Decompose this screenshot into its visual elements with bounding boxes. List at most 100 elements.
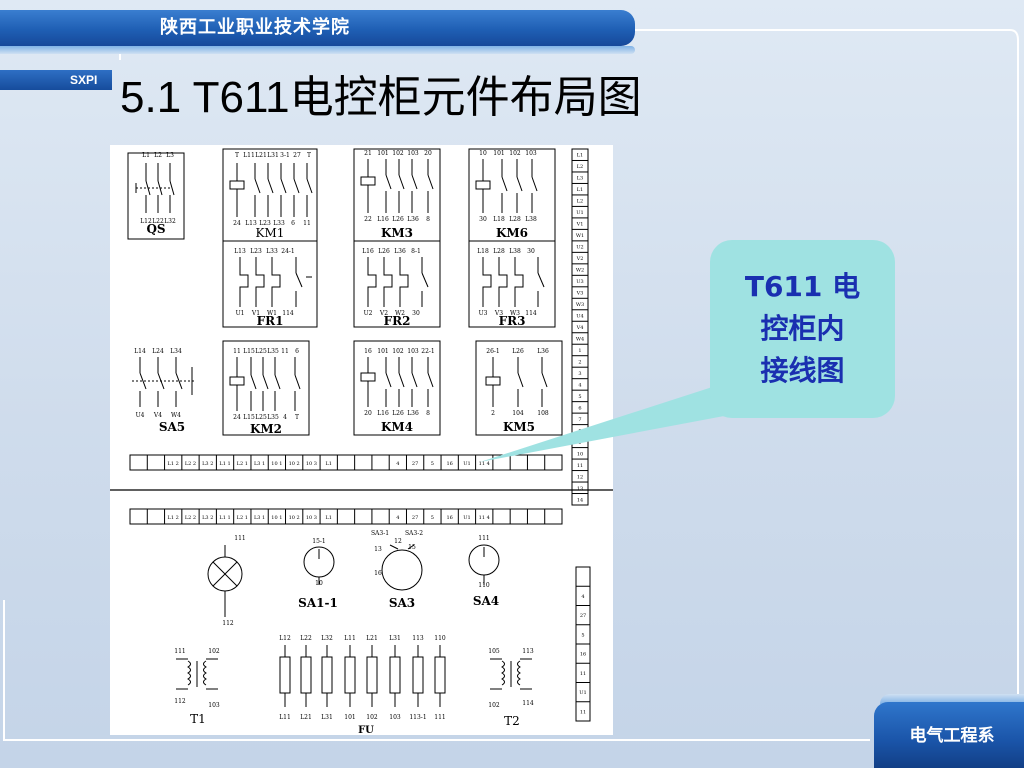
km3-top-terminal-label: 102	[392, 150, 404, 157]
top-banner	[0, 10, 635, 46]
sa4-switch	[468, 544, 500, 585]
lower-terminal-cell-label: 10 3	[306, 515, 317, 521]
sa4-terminal-label: 110	[478, 582, 490, 589]
sa5-bottom-terminal-label: U4	[136, 412, 145, 419]
right-strip-cell-label: 6	[578, 405, 581, 411]
km5-contactor	[475, 340, 563, 436]
sa3-terminal-label: SA3-1	[371, 530, 389, 537]
km4-contactor	[353, 340, 441, 436]
km3-bottom-terminal-label: L26	[392, 216, 404, 223]
km4-top-terminal-label: 102	[392, 348, 404, 355]
right-strip-cell-label: 4	[578, 382, 581, 388]
lower-terminal-cell-label: 5	[431, 515, 434, 521]
upper-terminal-cell-label: 27	[412, 461, 418, 467]
km3-top-terminal-label: 103	[407, 150, 419, 157]
km3-top-terminal-label: 21	[364, 150, 372, 157]
sa3-terminal-label: 16	[374, 570, 382, 577]
km2-top-terminal-label: L25	[255, 348, 267, 355]
fr1-bottom-terminal-label: 114	[282, 310, 294, 317]
qs-top-terminal-label: L3	[166, 152, 174, 159]
fr2-bottom-terminal-label: 30	[412, 310, 420, 317]
t1-terminal-label: 112	[174, 698, 186, 705]
upper-terminal-cell-label: 10 2	[289, 461, 300, 467]
lower-terminal-cell-label: 10 1	[271, 515, 282, 521]
fr1-label: FR1	[257, 314, 284, 328]
upper-terminal-cell-label: L1 2	[168, 461, 179, 467]
t1-label: T1	[190, 712, 206, 726]
km6-top-terminal-label: 10	[479, 150, 487, 157]
right-strip-cell-label: 12	[577, 474, 583, 480]
t2-label: T2	[504, 714, 520, 728]
right-lower-cell-label: 27	[580, 613, 586, 619]
t2-terminal-label: 102	[488, 702, 500, 709]
km2-bottom-terminal-label: 4	[283, 414, 287, 421]
upper-terminal-cell-label: 16	[446, 461, 452, 467]
upper-terminal-cell-label: L3 2	[202, 461, 213, 467]
km5-bottom-terminal-label: 108	[537, 410, 549, 417]
bottom-banner-highlight	[880, 694, 1024, 704]
km3-bottom-terminal-label: 22	[364, 216, 372, 223]
km2-label: KM2	[250, 422, 282, 436]
km1-bottom-terminal-label: 11	[303, 220, 311, 227]
fr1-top-terminal-label: L33	[266, 248, 278, 255]
sa3-terminal-label: 15	[408, 544, 416, 551]
lower-terminal-cell-label: L1 1	[219, 515, 230, 521]
right-strip-cell-label: 2	[578, 359, 581, 365]
km2-top-terminal-label: 6	[295, 348, 299, 355]
fu-bottom-terminal-label: 111	[434, 714, 445, 721]
fu-top-terminal-label: L22	[300, 635, 312, 642]
school-name: 陕西工业职业技术学院	[160, 17, 350, 38]
t1-terminal-label: 103	[208, 702, 220, 709]
km1-top-terminal-label: 27	[293, 152, 301, 159]
right-strip-cell-label: 7	[578, 417, 581, 423]
right-strip-cell-label: W4	[576, 336, 584, 342]
qs-switch	[127, 152, 185, 240]
fu-top-terminal-label: L31	[389, 635, 401, 642]
km5-top-terminal-label: 26-1	[486, 348, 499, 355]
km1-top-terminal-label: L31	[267, 152, 279, 159]
callout-line-3: 接线图	[760, 354, 845, 387]
km1-bottom-terminal-label: L13	[245, 220, 257, 227]
fr3-top-terminal-label: L18	[477, 248, 489, 255]
right-strip-cell-label: 13	[577, 486, 583, 492]
km2-contactor	[222, 340, 310, 436]
fr2-top-terminal-label: L36	[394, 248, 406, 255]
km5-bottom-terminal-label: 2	[491, 410, 495, 417]
lamp-terminal-label: 112	[222, 620, 234, 627]
lower-terminal-cell-label: 16	[446, 515, 452, 521]
fu-top-terminal-label: L11	[344, 635, 356, 642]
right-strip-cell-label: L3	[577, 176, 584, 182]
sa4-terminal-label: 111	[478, 535, 489, 542]
km4-bottom-terminal-label: L26	[392, 410, 404, 417]
km6-bottom-terminal-label: L28	[509, 216, 521, 223]
callout-line-2: 控柜内	[760, 312, 845, 345]
right-strip-cell-label: W2	[576, 268, 584, 274]
t1-terminal-label: 102	[208, 648, 220, 655]
km4-top-terminal-label: 103	[407, 348, 419, 355]
fu-bottom-terminal-label: 102	[366, 714, 378, 721]
fu-label: FU	[358, 725, 374, 735]
right-lower-cell-label: 11	[580, 671, 586, 677]
km1-bottom-terminal-label: 6	[291, 220, 295, 227]
upper-terminal-cell-label: L3 1	[254, 461, 265, 467]
km2-bottom-terminal-label: L35	[267, 414, 279, 421]
km6-top-terminal-label: 103	[525, 150, 537, 157]
right-strip-cell-label: V4	[576, 325, 584, 331]
t2-terminal-label: 113	[522, 648, 534, 655]
upper-terminal-cell-label: 5	[431, 461, 434, 467]
km2-bottom-terminal-label: L25	[255, 414, 267, 421]
right-strip-cell-label: L2	[577, 199, 584, 205]
km1-top-terminal-label: 3-1	[280, 152, 290, 159]
km4-bottom-terminal-label: 20	[364, 410, 372, 417]
km2-bottom-terminal-label: L15	[243, 414, 255, 421]
sa5-switch	[132, 357, 196, 407]
right-lower-cell-label: U1	[579, 690, 586, 696]
upper-terminal-cell-label: L1 1	[219, 461, 230, 467]
qs-top-terminal-label: L1	[142, 152, 150, 159]
callout-box: T611 电 控柜内 接线图	[710, 240, 895, 418]
fu-top-terminal-label: L21	[366, 635, 378, 642]
fu-top-terminal-label: 110	[434, 635, 446, 642]
sa1-1-label: SA1-1	[298, 596, 338, 610]
km6-label: KM6	[496, 226, 528, 240]
